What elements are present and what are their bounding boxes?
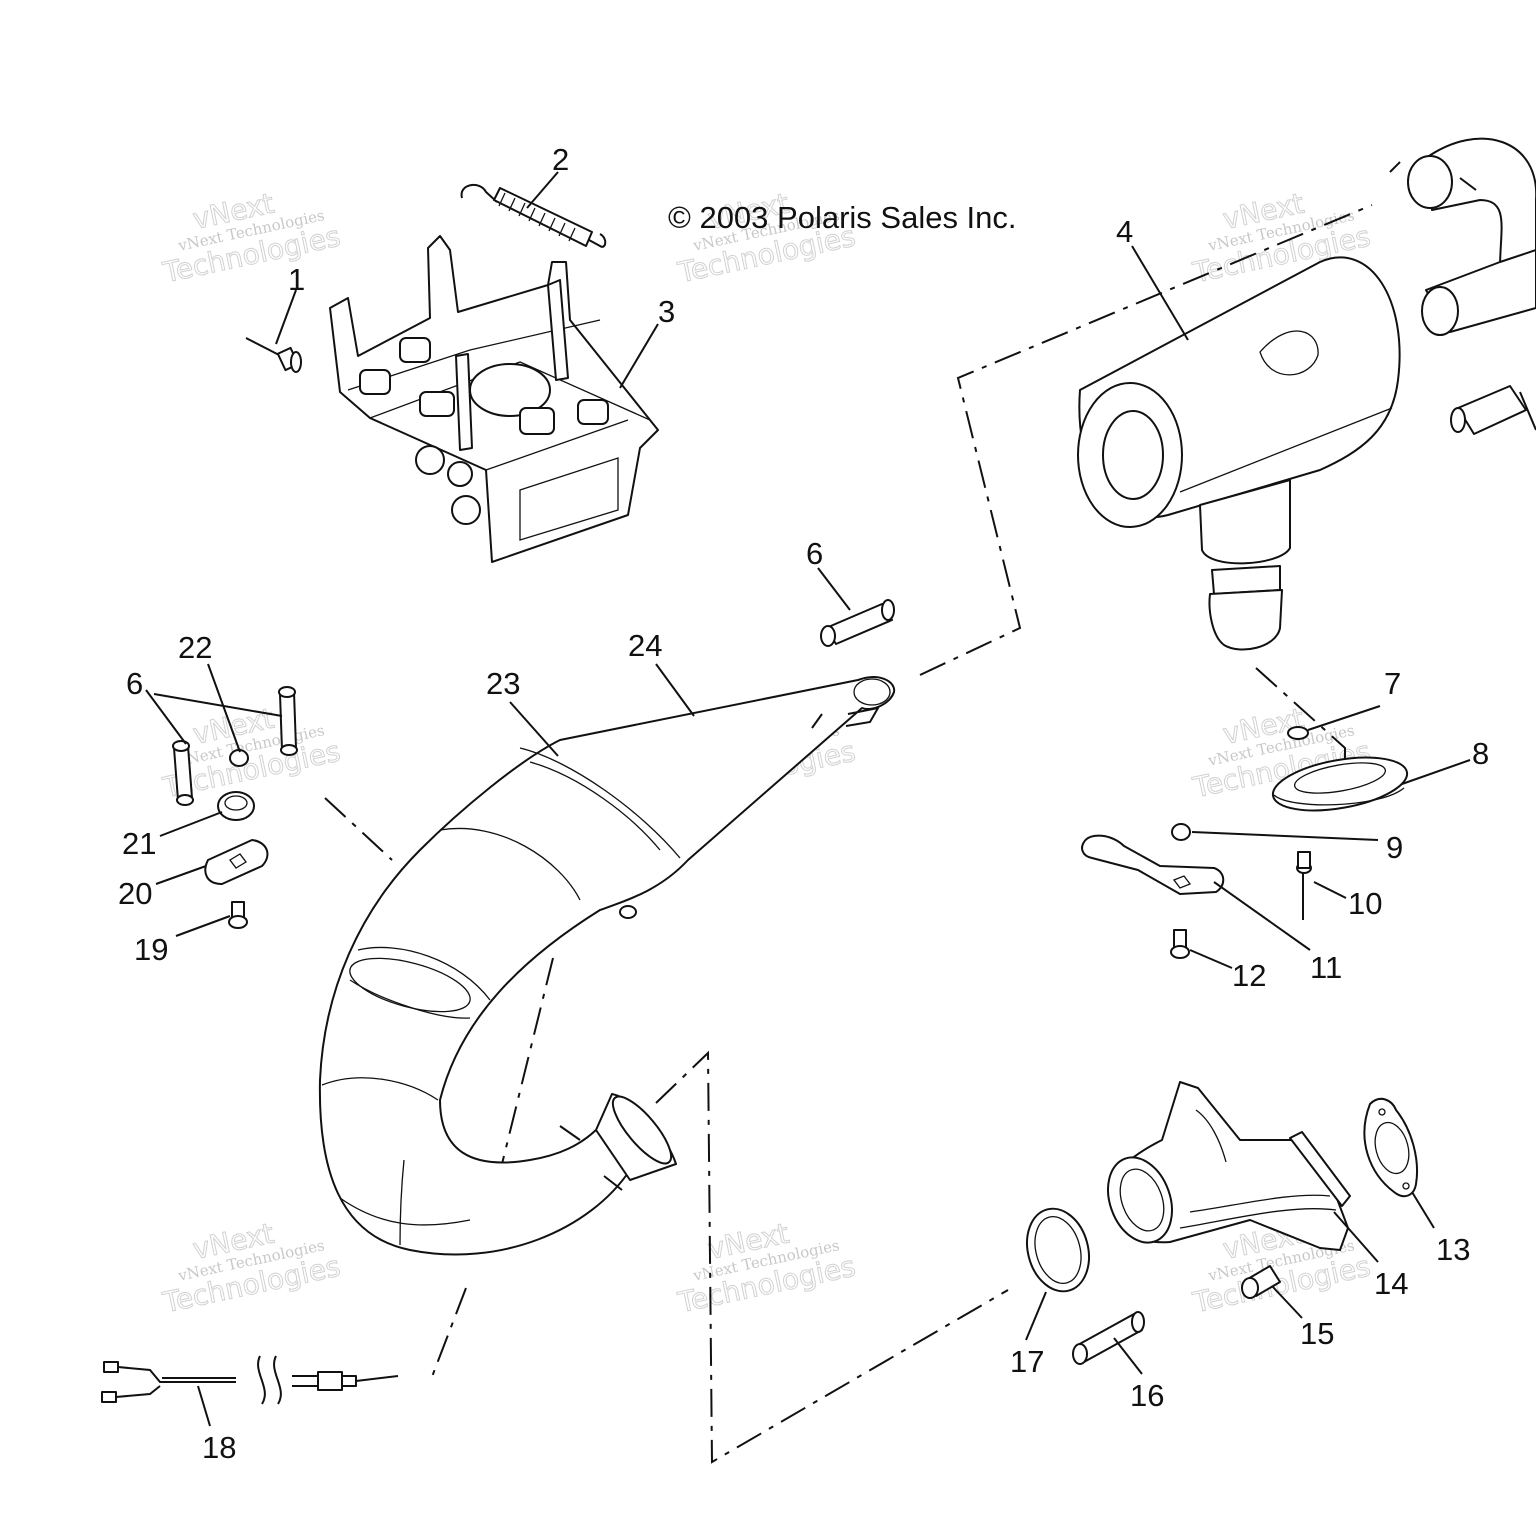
part-3-bracket-frame xyxy=(329,235,659,563)
callout-6-center: 6 xyxy=(806,536,823,571)
assembly-line-muffler xyxy=(919,204,1373,676)
part-22-nut xyxy=(229,749,249,767)
callout-17: 17 xyxy=(1010,1344,1044,1379)
assembly-line-grommet xyxy=(1255,667,1346,790)
callout-15: 15 xyxy=(1300,1316,1334,1351)
copyright-text: © 2003 Polaris Sales Inc. xyxy=(668,200,1017,235)
callout-22: 22 xyxy=(178,630,212,665)
callout-3: 3 xyxy=(658,294,675,329)
callout-9: 9 xyxy=(1386,830,1403,865)
part-6-spring-left-b xyxy=(278,686,298,756)
part-6-spring-left-a xyxy=(172,740,194,806)
assembly-line-pipe-inner xyxy=(499,957,554,1173)
callout-7: 7 xyxy=(1384,666,1401,701)
part-top-right-pipe xyxy=(1389,137,1536,435)
callout-14: 14 xyxy=(1374,1266,1408,1301)
assembly-line-springs xyxy=(324,797,393,861)
part-18-sensor-cable xyxy=(101,1355,399,1405)
part-20-gasket-plate xyxy=(204,839,269,885)
callout-11: 11 xyxy=(1310,950,1342,985)
part-10-rivet xyxy=(1296,851,1312,920)
callout-1: 1 xyxy=(288,262,305,297)
callout-20: 20 xyxy=(118,876,152,911)
part-23-24-expansion-chamber xyxy=(318,676,896,1256)
callout-12: 12 xyxy=(1232,958,1266,993)
part-19-bolt xyxy=(228,901,248,929)
leader-lines xyxy=(145,171,1471,1427)
part-17-seal-ring xyxy=(1026,1207,1090,1293)
part-16-spring xyxy=(1072,1311,1145,1365)
callout-21: 21 xyxy=(122,826,156,861)
part-2-spring xyxy=(460,183,607,248)
assembly-line-manifold xyxy=(655,1050,1009,1464)
part-4-muffler xyxy=(1077,256,1401,651)
callout-24: 24 xyxy=(628,628,662,663)
part-7-grommet xyxy=(1287,726,1309,740)
callout-2: 2 xyxy=(552,142,569,177)
part-6-spring-center xyxy=(820,599,895,647)
callout-6-left: 6 xyxy=(126,666,143,701)
callout-16: 16 xyxy=(1130,1378,1164,1413)
callout-13: 13 xyxy=(1436,1232,1470,1267)
callout-8: 8 xyxy=(1472,736,1489,771)
part-11-bracket xyxy=(1081,834,1225,895)
part-12-bolt xyxy=(1170,929,1190,959)
part-9-nut xyxy=(1171,823,1191,841)
assembly-line-sensor xyxy=(429,1287,467,1383)
part-15-plug xyxy=(1241,1265,1281,1299)
part-1-rivet xyxy=(245,337,302,373)
part-8-ring-gasket xyxy=(1271,756,1409,812)
assembly-lines xyxy=(324,204,1373,1464)
part-21-bushing xyxy=(217,791,255,821)
callout-18: 18 xyxy=(202,1430,236,1465)
part-14-manifold xyxy=(1107,1081,1351,1251)
part-13-flange-gasket xyxy=(1363,1097,1418,1198)
callout-4: 4 xyxy=(1116,214,1133,249)
callout-10: 10 xyxy=(1348,886,1382,921)
callout-19: 19 xyxy=(134,932,168,967)
callout-labels: 1 2 3 4 6 6 7 8 9 10 11 12 13 14 15 16 1… xyxy=(118,142,1489,1465)
callout-23: 23 xyxy=(486,666,520,701)
